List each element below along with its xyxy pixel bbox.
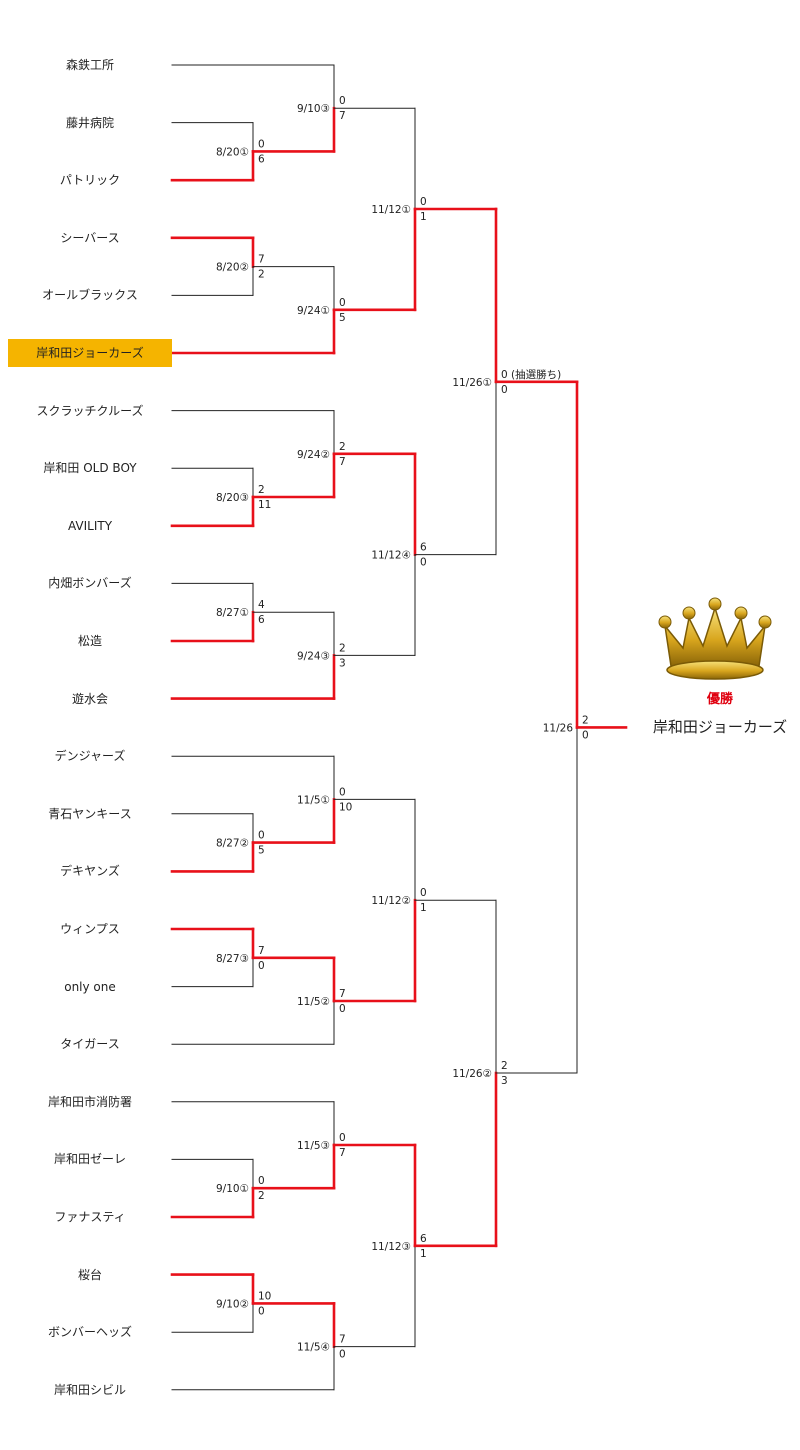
score-bottom: 0 — [258, 1305, 265, 1317]
match-date: 9/10② — [216, 1298, 249, 1310]
score-top: 0 — [420, 196, 427, 208]
score-top: 2 — [582, 714, 589, 726]
score-bottom: 0 — [258, 960, 265, 972]
match-date: 11/26② — [452, 1068, 492, 1080]
match-date: 8/20① — [216, 146, 249, 158]
score-bottom: 7 — [339, 456, 346, 468]
score-bottom: 5 — [258, 845, 265, 857]
team-name: ボンバーヘッズ — [47, 1325, 132, 1340]
score-bottom: 0 — [420, 557, 427, 569]
team-name: ファナスティ — [54, 1210, 126, 1224]
score-bottom: 3 — [501, 1075, 508, 1087]
match-date: 8/20② — [216, 262, 249, 274]
score-top: 6 — [420, 542, 427, 554]
score-top: 0 — [339, 1132, 346, 1144]
score-bottom: 5 — [339, 312, 346, 324]
score-bottom: 6 — [258, 153, 265, 165]
team-name: 森鉄工所 — [65, 58, 114, 72]
score-bottom: 0 — [339, 1003, 346, 1015]
team-name: デンジャーズ — [54, 749, 126, 764]
team-name: only one — [64, 979, 116, 994]
match-date: 11/12① — [371, 204, 411, 216]
score-top: 2 — [501, 1060, 508, 1072]
score-top: 10 — [258, 1290, 271, 1302]
champion-name: 岸和田ジョーカーズ — [652, 718, 788, 736]
team-name: タイガース — [60, 1037, 120, 1052]
team-name: 藤井病院 — [65, 115, 114, 130]
score-bottom: 2 — [258, 1190, 265, 1202]
score-top: 0 — [258, 138, 265, 150]
crown-icon — [658, 597, 772, 680]
team-name: スクラッチクルーズ — [36, 403, 144, 418]
score-top: 0 — [258, 830, 265, 842]
score-top: 0 — [339, 786, 346, 798]
score-top: 4 — [258, 599, 265, 611]
score-bottom: 2 — [258, 269, 265, 281]
match-date: 11/12③ — [371, 1241, 411, 1253]
score-top: 0 — [339, 95, 346, 107]
team-name: 岸和田シビル — [53, 1382, 126, 1397]
match-date: 9/24③ — [297, 650, 330, 662]
score-bottom: 1 — [420, 902, 427, 914]
score-bottom: 10 — [339, 801, 352, 813]
score-top: 2 — [339, 441, 346, 453]
match-date: 11/12② — [371, 895, 411, 907]
match-date: 8/27① — [216, 607, 249, 619]
score-top: 2 — [339, 642, 346, 654]
score-top: 0 — [339, 297, 346, 309]
score-top: 0 — [258, 1175, 265, 1187]
score-top: 2 — [258, 484, 265, 496]
match-date: 11/5④ — [297, 1342, 330, 1354]
team-name: 岸和田 OLD BOY — [43, 461, 137, 476]
score-bottom: 0 — [582, 729, 589, 741]
team-name: AVILITY — [67, 518, 113, 533]
match-date: 8/27② — [216, 838, 249, 850]
match-date: 11/26 — [543, 722, 574, 734]
score-top: 0 — [420, 887, 427, 899]
match-date: 11/5③ — [297, 1140, 330, 1152]
score-top: 7 — [258, 254, 265, 266]
team-name: オールブラックス — [42, 288, 138, 303]
score-top: 0 (抽選勝ち) — [501, 368, 561, 381]
score-bottom: 0 — [501, 384, 508, 396]
team-name: ウィンプス — [60, 922, 120, 936]
match-date: 8/27③ — [216, 953, 249, 965]
team-name: 青石ヤンキース — [48, 806, 132, 821]
score-bottom: 0 — [339, 1349, 346, 1361]
score-bottom: 7 — [339, 110, 346, 122]
match-date: 11/26① — [452, 377, 492, 389]
score-bottom: 7 — [339, 1147, 346, 1159]
team-name: 遊水会 — [71, 691, 108, 706]
team-name: シーバース — [60, 230, 120, 245]
score-bottom: 1 — [420, 1248, 427, 1260]
team-name: 松造 — [77, 634, 102, 648]
team-name: 桜台 — [77, 1267, 102, 1282]
team-name: パトリック — [59, 173, 121, 188]
score-bottom: 3 — [339, 657, 346, 669]
team-name: 岸和田市消防署 — [47, 1094, 132, 1109]
team-name: 岸和田ジョーカーズ — [8, 339, 172, 367]
match-date: 9/24② — [297, 449, 330, 461]
score-bottom: 6 — [258, 614, 265, 626]
score-bottom: 11 — [258, 499, 271, 511]
match-date: 11/5② — [297, 996, 330, 1008]
match-date: 9/24① — [297, 305, 330, 317]
match-date: 9/10① — [216, 1183, 249, 1195]
champion-title: 優勝 — [706, 692, 733, 707]
match-date: 9/10③ — [297, 103, 330, 115]
team-name: デキヤンズ — [60, 864, 120, 879]
match-date: 11/5① — [297, 794, 330, 806]
match-date: 11/12④ — [371, 550, 411, 562]
match-date: 8/20③ — [216, 492, 249, 504]
team-name: 岸和田ゼーレ — [53, 1152, 126, 1167]
score-top: 7 — [339, 988, 346, 1000]
team-name: 内畑ボンバーズ — [48, 576, 132, 591]
score-top: 6 — [420, 1233, 427, 1245]
score-top: 7 — [258, 945, 265, 957]
score-bottom: 1 — [420, 211, 427, 223]
score-top: 7 — [339, 1334, 346, 1346]
